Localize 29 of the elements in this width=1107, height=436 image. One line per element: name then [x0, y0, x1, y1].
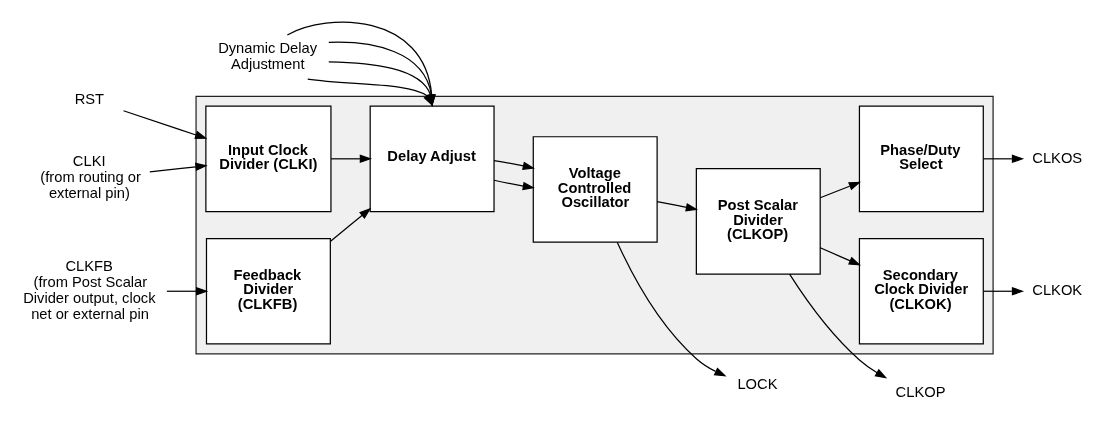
arrow — [493, 179, 535, 190]
node-text: LOCK — [737, 375, 778, 392]
node-box: Post Scalar Divider (CLKOP) — [695, 167, 821, 275]
node-text: CLKI (from routing or external pin) — [40, 152, 141, 201]
arrow — [819, 181, 862, 198]
arrow — [788, 273, 888, 379]
arrow — [656, 200, 699, 211]
arrow — [982, 154, 1025, 163]
node-text: CLKOK — [1032, 281, 1083, 298]
node-box: Secondary Clock Divider (CLKOK) — [858, 237, 984, 345]
node-text: Dynamic Delay Adjustment — [218, 39, 318, 72]
arrow — [819, 246, 861, 266]
arrow — [166, 286, 209, 296]
node-box: Voltage Controlled Oscillator — [532, 135, 658, 243]
node-text: CLKFB (from Post Scalar Divider output, clock net or external pin — [23, 257, 156, 322]
arrow — [616, 241, 727, 376]
arrow — [122, 109, 208, 139]
arrow — [982, 286, 1025, 296]
node-text: CLKOP — [895, 383, 946, 400]
arrow — [149, 162, 208, 172]
arrow — [493, 159, 535, 170]
node-box: Delay Adjust — [369, 105, 495, 212]
node-box: Phase/Duty Select — [858, 105, 984, 212]
node-text: CLKOS — [1032, 149, 1083, 166]
node-text: RST — [74, 90, 105, 107]
node-box: Feedback Divider (CLKFB) — [205, 237, 331, 345]
arrow — [329, 207, 372, 242]
arrow — [330, 154, 373, 163]
node-box: Input Clock Divider (CLKI) — [205, 105, 332, 212]
